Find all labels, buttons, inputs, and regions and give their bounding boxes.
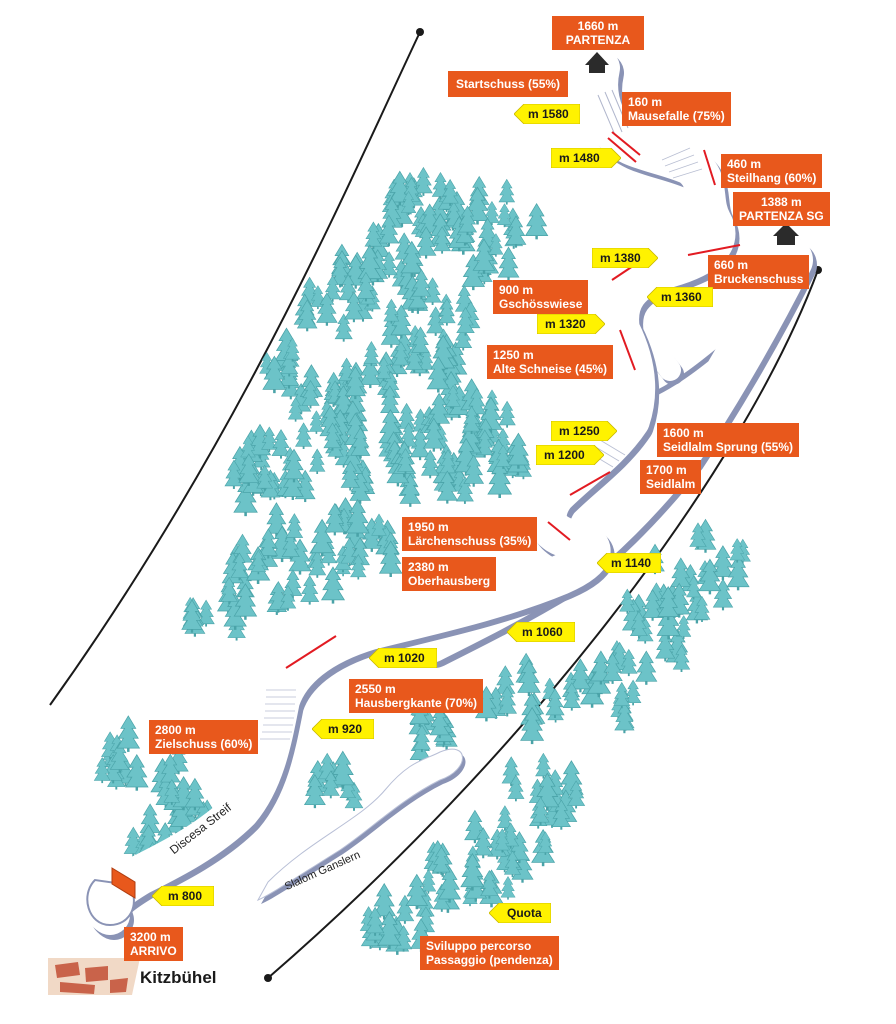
tree-icon — [535, 752, 552, 779]
altitude-flag: m 800 — [152, 886, 214, 906]
altitude-flag: m 1480 — [551, 148, 621, 168]
sg-start-hut-icon — [773, 223, 799, 245]
altitude-flag: m 920 — [312, 719, 374, 739]
main-piste — [85, 48, 740, 940]
start-hut-icon — [585, 52, 609, 73]
slalom-course — [256, 748, 466, 904]
tree-icon — [295, 422, 313, 450]
town-name: Kitzbühel — [140, 968, 217, 987]
tree-icon — [460, 853, 485, 892]
altitude-flag: m 1060 — [507, 622, 575, 642]
town-area — [48, 958, 140, 995]
altitude-flag: m 1580 — [514, 104, 580, 124]
tree-icon — [498, 178, 516, 205]
altitude-flag: m 1020 — [369, 648, 437, 668]
tree-icon — [116, 715, 141, 753]
slope-boundary-lines — [49, 28, 822, 982]
tree-icon — [498, 400, 516, 429]
tree-icon — [363, 341, 380, 367]
tree-icon — [383, 298, 400, 325]
tree-icon — [309, 448, 326, 475]
tree-icon — [635, 650, 658, 686]
tree-icon — [285, 513, 304, 541]
altitude-flag: m 1250 — [551, 421, 617, 441]
tree-icon — [300, 575, 320, 606]
tree-icon — [524, 203, 549, 240]
section-label: Startschuss (55%) — [448, 71, 569, 97]
altitude-flag: m 1360 — [647, 287, 713, 307]
altitude-flag: m 1380 — [592, 248, 658, 268]
tree-icon — [500, 875, 516, 900]
legend-quota-flag: Quota — [489, 903, 551, 923]
altitude-flag: m 1200 — [536, 445, 604, 465]
altitude-flag: m 1320 — [537, 314, 605, 334]
altitude-flag: m 1140 — [597, 553, 661, 573]
